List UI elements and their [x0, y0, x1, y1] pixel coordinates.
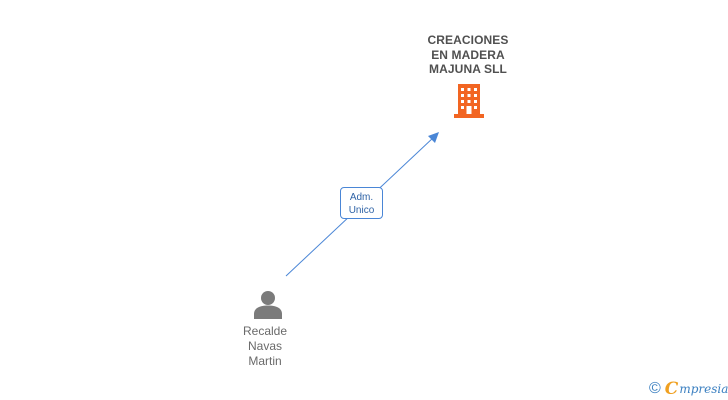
building-icon[interactable]: [452, 84, 486, 118]
company-name[interactable]: CREACIONES EN MADERA MAJUNA SLL: [427, 33, 509, 76]
role-label-line1: Adm.: [349, 192, 374, 203]
brand-logo-text: mpresia: [679, 382, 728, 396]
person-name-line3: Martin: [248, 354, 282, 368]
role-badge[interactable]: Adm. Unico: [340, 187, 383, 219]
person-name-line2: Navas: [247, 339, 282, 353]
arrow-head-icon: [428, 132, 439, 143]
person-name-line1: Recalde: [242, 324, 288, 338]
copyright-icon: ©: [649, 380, 661, 397]
empresia-watermark[interactable]: © C mpresia: [649, 379, 728, 399]
brand-logo-initial: C: [664, 379, 679, 399]
person-icon[interactable]: [253, 290, 283, 320]
person-name[interactable]: Recalde Navas Martin: [220, 324, 310, 369]
role-label-line2: Unico: [348, 205, 375, 216]
